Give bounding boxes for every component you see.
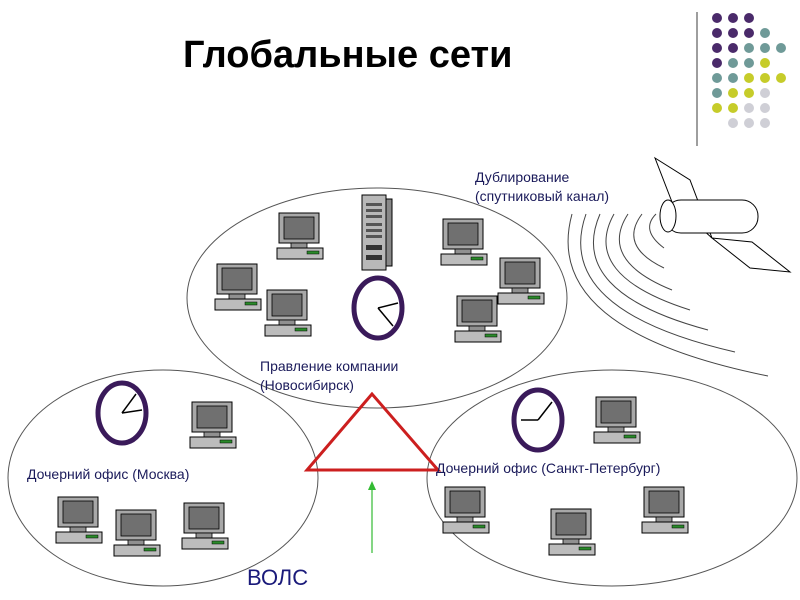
computer-icon: [593, 396, 641, 444]
computer-icon: [454, 295, 502, 343]
computer-icon: [641, 486, 689, 534]
clock-icon: [351, 275, 405, 341]
volc-label: ВОЛС: [247, 565, 309, 590]
computer-icon: [189, 401, 237, 449]
computer-icon: [181, 502, 229, 550]
backup-label-line2: (спутниковый канал): [475, 188, 610, 204]
computer-icon: [548, 508, 596, 556]
satellite-signal-arcs: [567, 213, 769, 377]
moscow-network-ellipse: [7, 369, 319, 587]
hq-label-line1: Правление компании: [260, 358, 399, 374]
computer-icon: [113, 509, 161, 557]
clock-icon: [95, 380, 149, 446]
server-tower-icon: [361, 194, 393, 271]
clock-icon: [511, 387, 565, 453]
spb-office-label: Дочерний офис (Санкт-Петербург): [436, 460, 661, 476]
backup-label: Дублирование (спутниковый канал): [475, 168, 609, 206]
moscow-office-label: Дочерний офис (Москва): [27, 466, 190, 482]
decorative-dot-grid: [696, 12, 786, 146]
page-title: Глобальные сети: [183, 34, 513, 76]
computer-icon: [55, 496, 103, 544]
hq-label: Правление компании (Новосибирск): [260, 357, 398, 395]
hq-label-line2: (Новосибирск): [260, 377, 354, 393]
computer-icon: [442, 486, 490, 534]
computer-icon: [214, 263, 262, 311]
fiber-optic-triangle: [303, 391, 442, 472]
computer-icon: [497, 257, 545, 305]
backup-label-line1: Дублирование: [475, 169, 570, 185]
computer-icon: [276, 212, 324, 260]
satellite-icon: [653, 156, 792, 273]
spb-network-ellipse: [426, 369, 798, 587]
computer-icon: [440, 218, 488, 266]
hq-network-ellipse: [186, 187, 568, 409]
computer-icon: [264, 289, 312, 337]
volc-arrow: [368, 481, 376, 553]
